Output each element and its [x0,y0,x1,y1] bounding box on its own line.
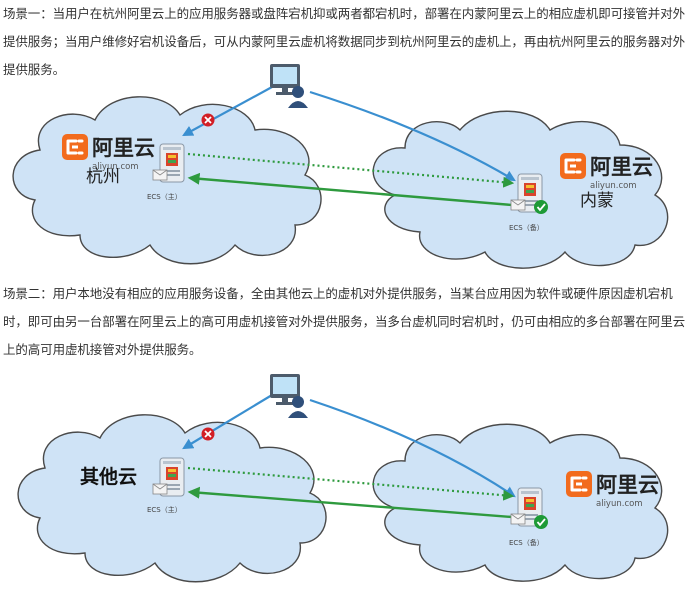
aliyun-logo-icon: 阿里云 aliyun.com [60,132,155,172]
active-user-link [309,398,516,498]
scenario-two-text: 场景二：用户本地没有相应的应用服务设备，全由其他云上的虚机对外提供服务，当某台应… [3,286,686,357]
ok-check-icon [534,515,548,529]
svg-text:aliyun.com: aliyun.com [92,162,139,172]
fail-x-icon [201,427,215,441]
other-cloud [17,414,327,583]
failed-user-link [182,394,273,450]
active-user-link [309,90,516,182]
dotted-sync-arrow [187,152,515,188]
fail-x-icon [201,113,215,127]
restore-sync-arrow [187,172,513,207]
svg-text:阿里云: 阿里云 [596,473,659,497]
backup-server-label: ECS（备） [509,223,544,232]
aliyun-logo-icon: 阿里云 aliyun.com [564,469,659,509]
scenario-one-diagram: 阿里云 aliyun.com 阿里云 aliyun.com 杭州 内蒙 ECS（… [12,64,669,269]
failed-user-link [182,86,273,137]
backup-server-label: ECS（备） [509,538,544,547]
svg-text:aliyun.com: aliyun.com [590,181,637,191]
svg-text:阿里云: 阿里云 [590,155,653,179]
ok-check-icon [534,200,548,214]
user-computer-icon [270,374,308,418]
primary-server-label: ECS（主） [147,192,182,201]
left-cloud-label: 杭州 [86,167,120,187]
aliyun-logo-icon: 阿里云 aliyun.com [558,151,653,191]
svg-text:阿里云: 阿里云 [92,136,155,160]
svg-text:aliyun.com: aliyun.com [596,499,643,509]
right-cloud-label: 内蒙 [580,191,614,211]
primary-server-label: ECS（主） [147,505,182,514]
dotted-sync-arrow [187,466,515,501]
user-computer-icon [270,64,308,108]
left-cloud-label: 其他云 [80,465,137,488]
scenario-two-diagram: 其他云 阿里云 aliyun.com ECS（主） ECS（备） [17,374,669,583]
restore-sync-arrow [187,486,513,519]
scenario-one-text: 场景一：当用户在杭州阿里云上的应用服务器或盘阵宕机抑或两者都宕机时，部署在内蒙阿… [3,6,686,77]
